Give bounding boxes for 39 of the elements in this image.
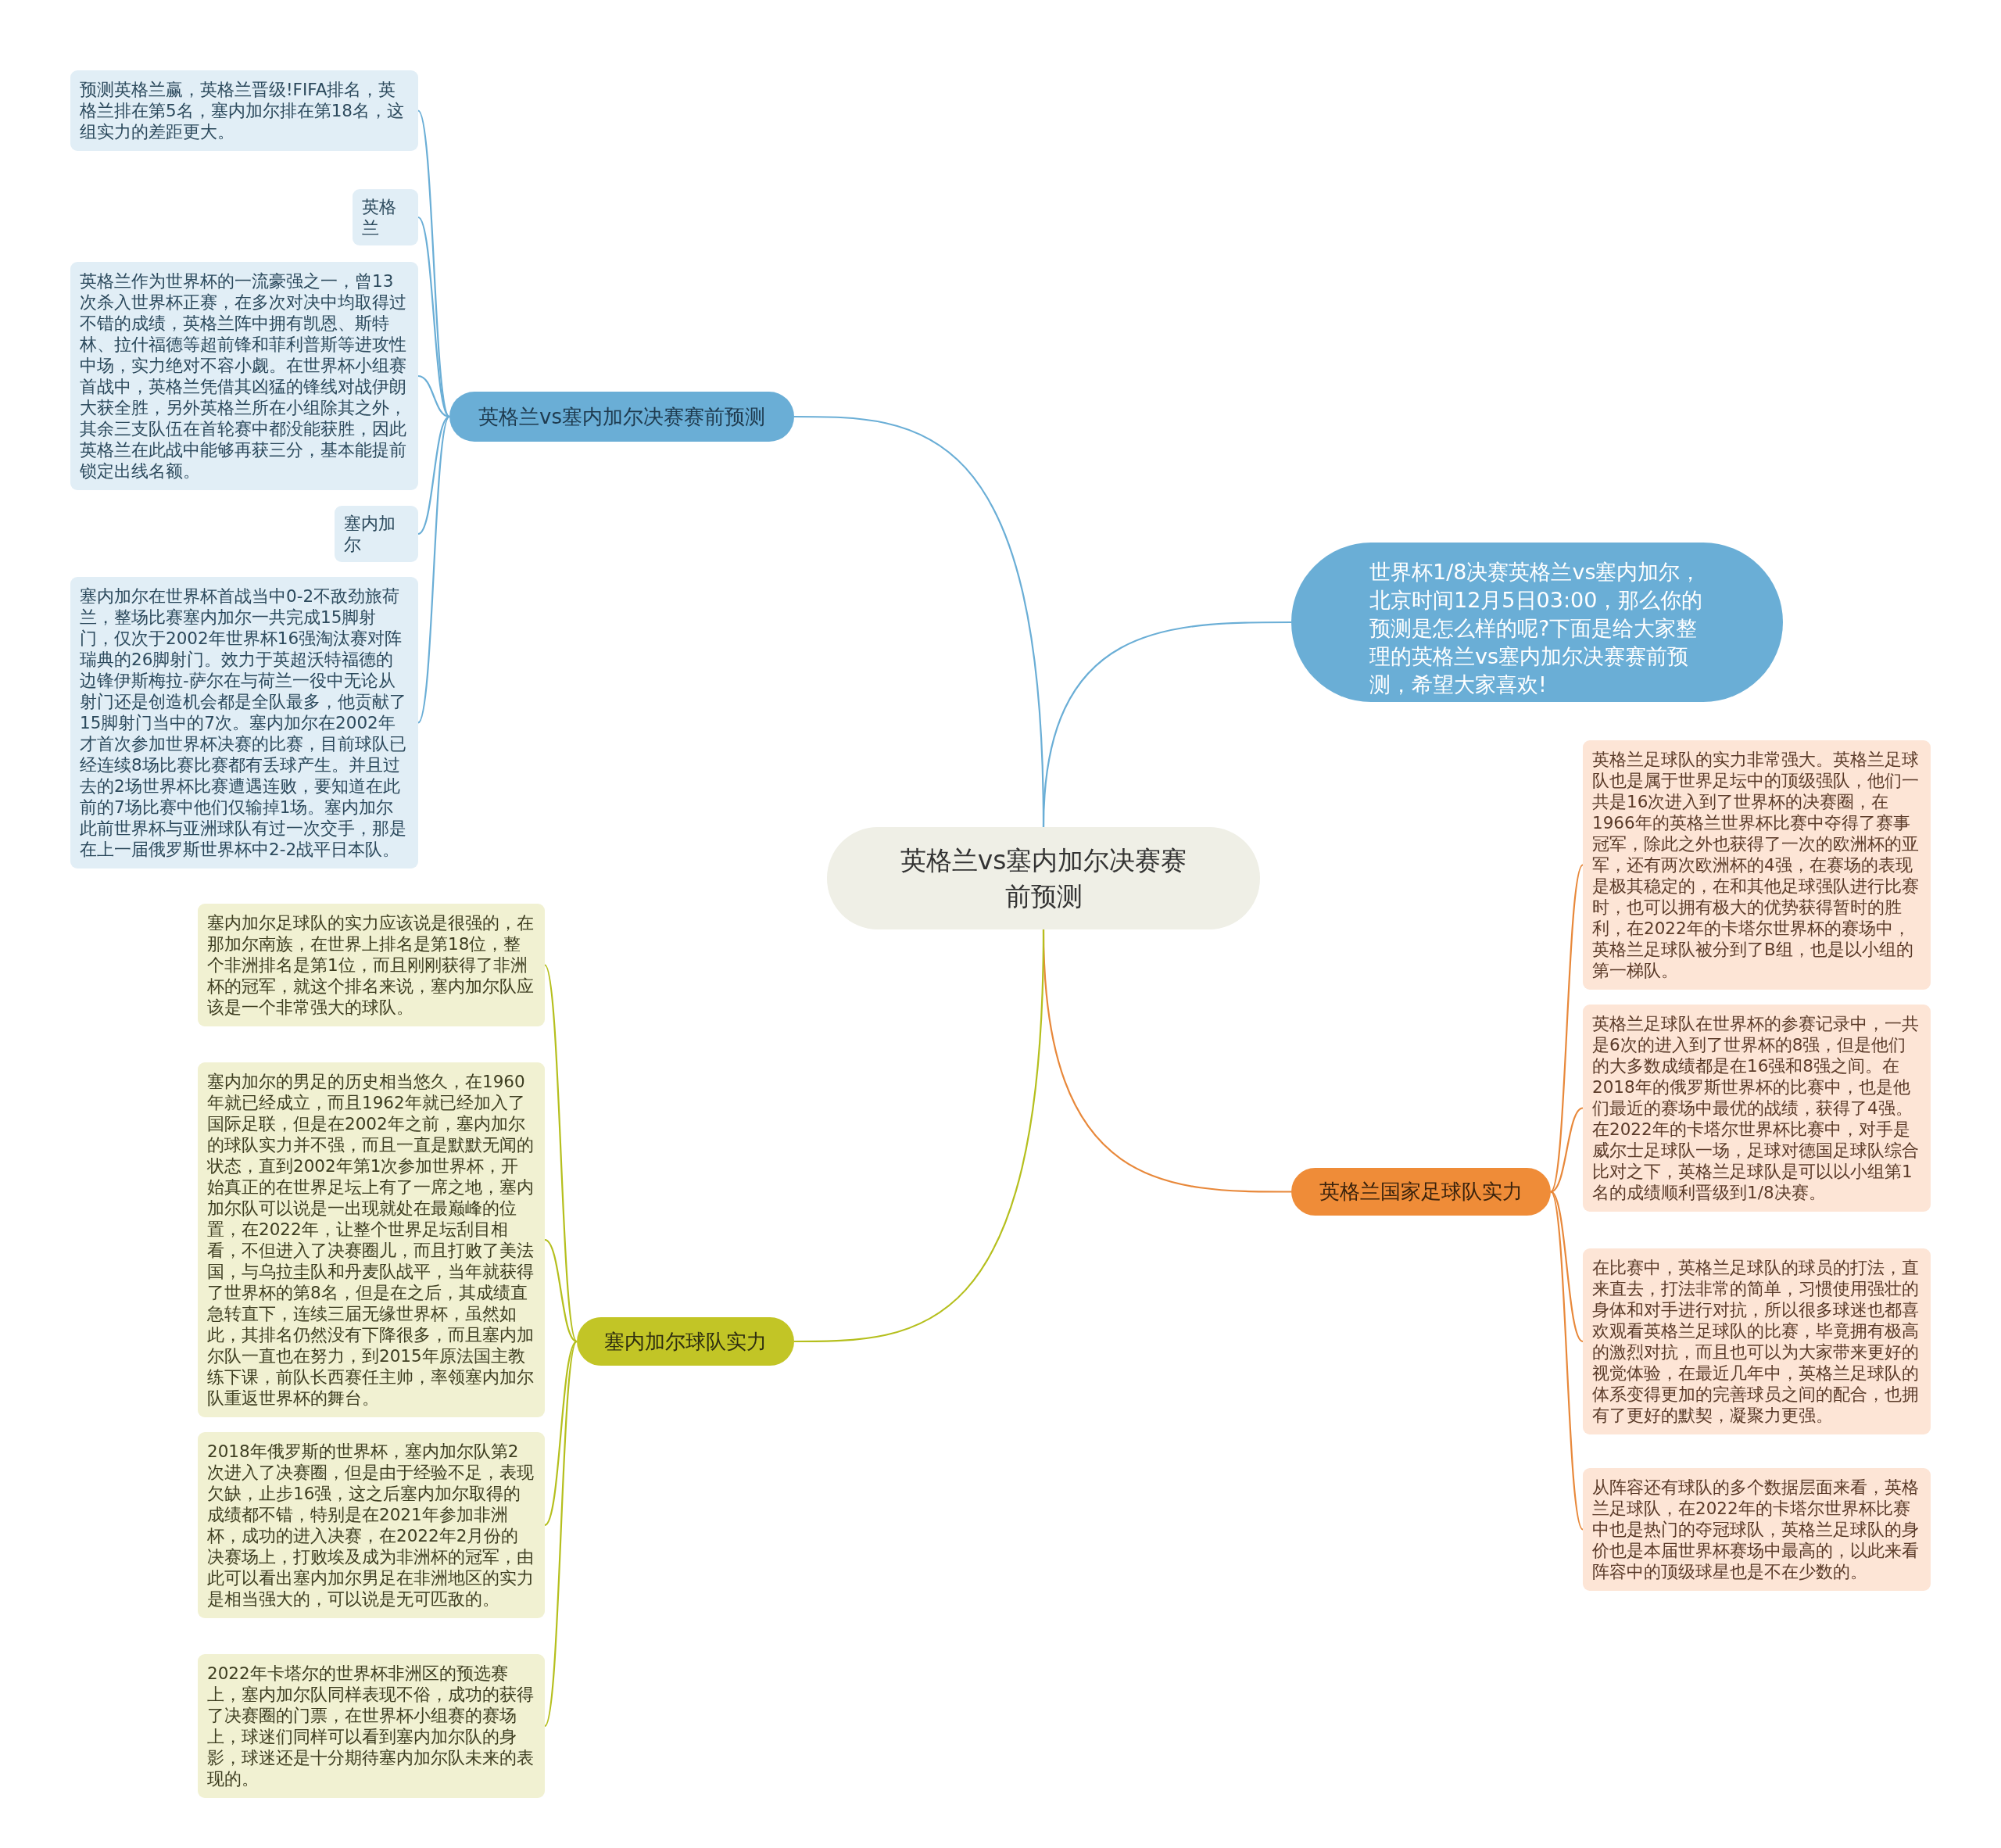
branch-topic <box>1291 1168 1551 1216</box>
topic-text: 从阵容还有球队的多个数据层面来看，英格兰足球队，在2022年的卡塔尔世界杯比赛中也是热门的夺冠球队，英格兰足球队的身价也是本届世界杯赛场中最高的，以此来看阵容中的顶级球星也是不在少数的。 <box>1592 1477 1920 1582</box>
connector-line <box>1550 1107 1584 1193</box>
connector-line <box>1042 621 1291 828</box>
topic-text: 英格兰 <box>362 196 397 238</box>
note-card <box>198 1654 545 1798</box>
topic-text: 英格兰vs塞内加尔决赛赛前预测 <box>899 843 1188 913</box>
topic-text: 在比赛中，英格兰足球队的球员的打法，直来直去，打法非常的简单，习惯使用强壮的身体和对手进行对抗，所以很多球迷也都喜欢观看英格兰足球队的比赛，毕竟拥有极高的激烈对抗，而且也可以为大家带来更好的视觉体验，在最近几年中，英格兰足球队的体系变得更加的完善球员之间的配合，也拥有了更好的默契，凝聚力更强。 <box>1592 1257 1920 1426</box>
connector-line <box>417 374 450 418</box>
topic-text: 塞内加尔 <box>344 513 396 555</box>
connector-line <box>544 1341 578 1526</box>
connector-line <box>417 416 450 535</box>
connector-line <box>1550 1191 1584 1531</box>
note-card <box>335 506 418 562</box>
connector-line <box>1550 864 1584 1193</box>
note-card <box>1583 1468 1931 1591</box>
topic-text: 塞内加尔足球队的实力应该说是很强的，在那加尔南族，在世界上排名是第18位，整个非洲排名是第1位，而且刚刚获得了非洲杯的冠军，就这个排名来说，塞内加尔队应该是一个非常强大的球队。 <box>207 912 535 1018</box>
topic-text: 英格兰国家足球队实力 <box>1319 1179 1523 1205</box>
topic-text: 英格兰作为世界杯的一流豪强之一，曾13次杀入世界杯正赛，在多次对决中均取得过不错的成绩，英格兰阵中拥有凯恩、斯特林、拉什福德等超前锋和菲利普斯等进攻性中场，实力绝对不容小觑。在世界杯小组赛首战中，英格兰凭借其凶猛的锋线对战伊朗大获全胜，另外英格兰所在小组除其之外，其余三支队伍在首轮赛中都没能获胜，因此英格兰在此战中能够再获三分，基本能提前锁定出线名额。 <box>80 270 407 482</box>
topic-text: 2018年俄罗斯的世界杯，塞内加尔队第2次进入了决赛圈，但是由于经验不足，表现欠缺，止步16强，这之后塞内加尔取得的成绩都不错，特别是在2021年参加非洲杯，成功的进入决赛，在2022年2月份的决赛场上，打败埃及成为非洲杯的冠军，由此可以看出塞内加尔男足在非洲地区的实力是相当强大的，可以说是无可匹敌的。 <box>207 1441 535 1610</box>
topic-text: 英格兰vs塞内加尔决赛赛前预测 <box>478 403 765 430</box>
connector-line <box>1550 1191 1584 1342</box>
topic-text: 英格兰足球队的实力非常强大。英格兰足球队也是属于世界足坛中的顶级强队，他们一共是16次进入到了世界杯的决赛圈，在1966年的英格兰世界杯比赛中夺得了赛事冠军，除此之外也获得了一次的欧洲杯的亚军，还有两次欧洲杯的4强，在赛场的表现是极其稳定的，在和其他足球强队进行比赛时，也可以拥有极大的优势获得暂时的胜利，在2022年的卡塔尔世界杯的赛场中，英格兰足球队被分到了B组，也是以小组的第一梯队。 <box>1592 749 1920 981</box>
topic-text: 塞内加尔的男足的历史相当悠久，在1960年就已经成立，而且1962年就已经加入了国际足联，但是在2002年之前，塞内加尔的球队实力并不强，而且一直是默默无闻的状态，直到2002年第1次参加世界杯，开始真正的在世界足坛上有了一席之地，塞内加尔队可以说是一出现就处在最巅峰的位置，在2022年，让整个世界足坛刮目相看，不但进入了决赛圈儿，而且打败了美法国，与乌拉圭队和丹麦队战平，当年就获得了世界杯的第8名，但是在之后，其成绩直急转直下，连续三届无缘世界杯，虽然如此，其排名仍然没有下降很多，而且塞内加尔队一直也在努力，到2015年原法国主教练下课，前队长西赛任主帅，率领塞内加尔队重返世界杯的舞台。 <box>207 1071 535 1409</box>
topic-text: 英格兰足球队在世界杯的参赛记录中，一共是6次的进入到了世界杯的8强，但是他们的大多数成绩都是在16强和8强之间。在2018年的俄罗斯世界杯的比赛中，也是他们最近的赛场中最优的战绩，获得了4强。在2022年的卡塔尔世界杯比赛中，对手是威尔士足球队一场，足球对德国足球队综合比对之下，英格兰足球队是可以以小组第1名的成绩顺利晋级到1/8决赛。 <box>1592 1013 1920 1203</box>
topic-text: 预测英格兰赢，英格兰晋级!FIFA排名，英格兰排在第5名，塞内加尔排在第18名，这组实力的差距更大。 <box>80 79 406 142</box>
topic-text: 2022年卡塔尔的世界杯非洲区的预选赛上，塞内加尔队同样表现不俗，成功的获得了决赛圈的门票，在世界杯小组赛的赛场上，球迷们同样可以看到塞内加尔队的身影，球迷还是十分期待塞内加尔队未来的表现的。 <box>207 1663 535 1789</box>
connector-line <box>417 416 450 724</box>
connector-line <box>544 965 578 1342</box>
connector-line <box>794 929 1045 1343</box>
note-card <box>70 70 418 151</box>
note-card <box>353 189 418 245</box>
topic-text: 世界杯1/8决赛英格兰vs塞内加尔，北京时间12月5日03:00，那么你的预测是怎么样的呢?下面是给大家整理的英格兰vs塞内加尔决赛赛前预测，希望大家喜欢! <box>1369 559 1704 698</box>
topic-text: 塞内加尔在世界杯首战当中0-2不敌劲旅荷兰，整场比赛塞内加尔一共完成15脚射门，仅次于2002年世界杯16强淘汰赛对阵瑞典的26脚射门。效力于英超沃特福德的边锋伊斯梅拉-萨尔在与荷兰一役中无论从射门还是创造机会都是全队最多，他贡献了15脚射门当中的7次。塞内加尔在2002年才首次参加世界杯决赛的比赛，目前球队已经连续8场比赛比赛都有丢球产生。并且过去的2场世界杯比赛遭遇连败，要知道在此前的7场比赛中他们仅输掉1场。塞内加尔此前世界杯与亚洲球队有过一次交手，那是在上一届俄罗斯世界杯中2-2战平日本队。 <box>80 586 407 860</box>
connector-line <box>417 217 450 417</box>
connector-line <box>544 1341 578 1727</box>
note-card <box>198 904 545 1026</box>
topic-text: 塞内加尔球队实力 <box>604 1328 767 1355</box>
connector-line <box>544 1239 578 1342</box>
